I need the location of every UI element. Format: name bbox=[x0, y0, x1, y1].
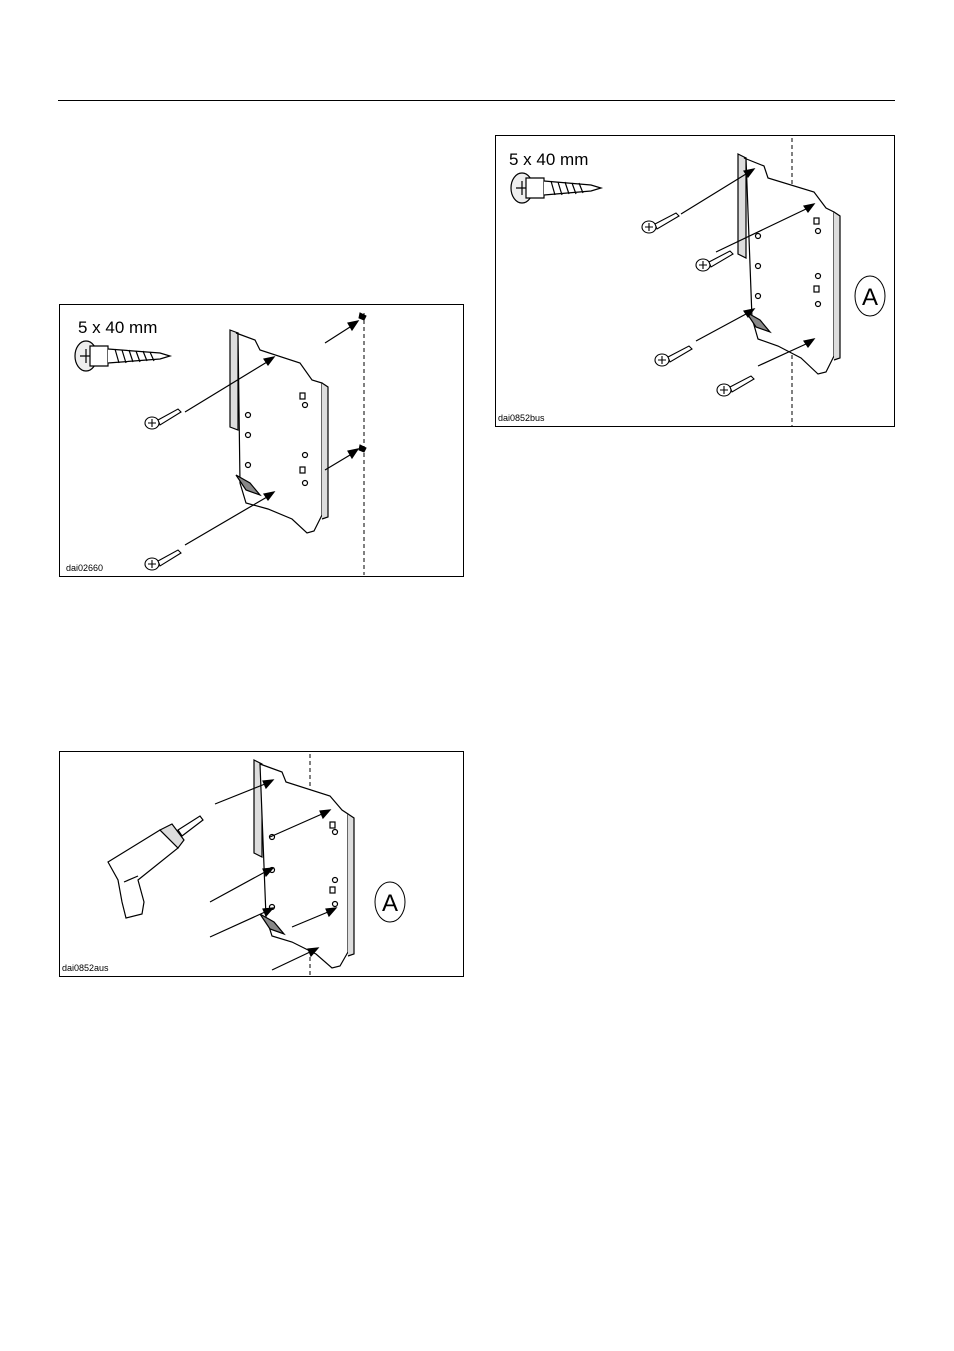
bracket-plate bbox=[738, 154, 840, 374]
bracket-four-screws-illustration: A bbox=[496, 136, 896, 428]
screw-size-label: 5 x 40 mm bbox=[509, 150, 588, 170]
drill-holes-illustration: A bbox=[60, 752, 465, 978]
screw-size-label: 5 x 40 mm bbox=[78, 318, 157, 338]
marker-label: A bbox=[862, 284, 878, 311]
figure-code: dai0852bus bbox=[498, 413, 545, 423]
screw-sample-icon bbox=[511, 173, 601, 203]
figure-screw-bracket-to-wall: 5 x 40 mm dai02660 bbox=[59, 304, 464, 577]
drill-icon bbox=[108, 816, 203, 918]
figure-screw-bracket-four-screws: A 5 x 40 mm dai0852bus bbox=[495, 135, 895, 427]
marker-label: A bbox=[382, 890, 398, 917]
screw-sample-icon bbox=[75, 341, 170, 371]
bracket-plate bbox=[254, 760, 354, 968]
figure-drill-holes: A dai0852aus bbox=[59, 751, 464, 977]
bracket-plate bbox=[230, 330, 328, 533]
screw-icon bbox=[642, 213, 754, 396]
header-rule bbox=[58, 100, 895, 101]
wall-plug-icon bbox=[359, 313, 366, 452]
screw-icon bbox=[145, 409, 181, 570]
bracket-wall-mount-illustration bbox=[60, 305, 465, 578]
figure-code: dai0852aus bbox=[62, 963, 109, 973]
figure-code: dai02660 bbox=[66, 563, 103, 573]
